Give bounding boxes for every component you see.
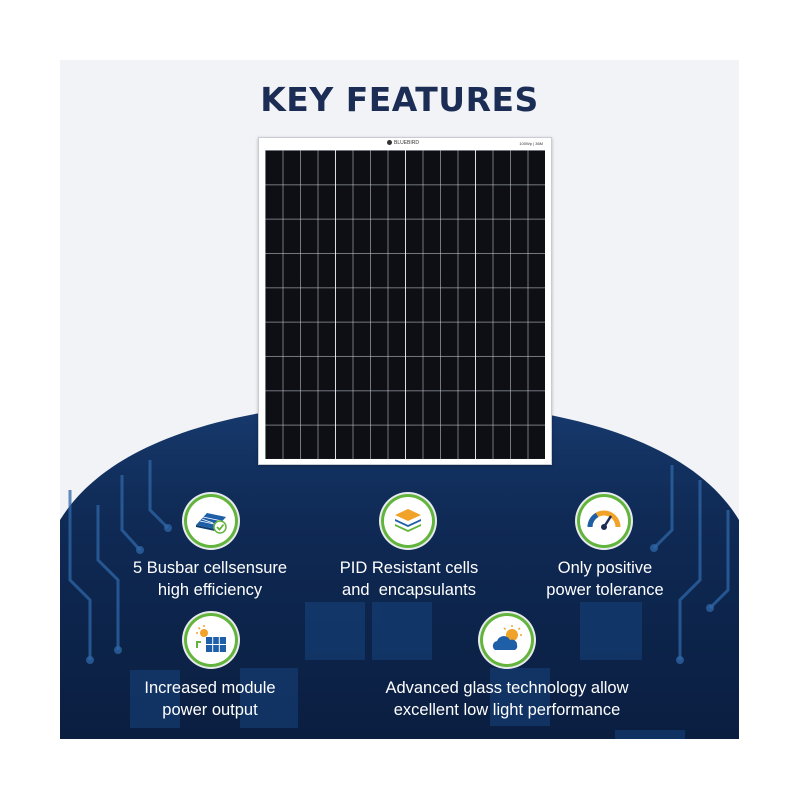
busbar-line bbox=[405, 150, 406, 459]
feature-glass: Advanced glass technology allow excellen… bbox=[352, 677, 662, 721]
sun-cloud-icon bbox=[480, 613, 534, 667]
feature-tolerance: Only positive power tolerance bbox=[505, 557, 705, 601]
feature-tolerance-line1: Only positive bbox=[557, 559, 653, 577]
busbar-cell-icon bbox=[184, 494, 238, 548]
key-features-card: KEY FEATURES BLUEBIRD 100Wp | 36M 5 Busb… bbox=[60, 60, 739, 739]
busbar-line bbox=[335, 150, 336, 459]
solar-output-icon bbox=[184, 613, 238, 667]
layers-icon bbox=[381, 494, 435, 548]
feature-busbar-line2: high efficiency bbox=[157, 581, 263, 599]
feature-busbar-line1: 5 Busbar cellsensure bbox=[132, 559, 288, 577]
feature-busbar: 5 Busbar cellsensure high efficiency bbox=[110, 557, 310, 601]
feature-output-line1: Increased module bbox=[144, 679, 276, 697]
panel-logo: BLUEBIRD bbox=[387, 140, 419, 146]
panel-model-label: 100Wp | 36M bbox=[519, 141, 543, 146]
panel-header: BLUEBIRD 100Wp | 36M bbox=[259, 138, 551, 150]
solar-panel-image: BLUEBIRD 100Wp | 36M bbox=[258, 137, 552, 465]
busbar-line bbox=[475, 150, 476, 459]
feature-tolerance-line2: power tolerance bbox=[546, 581, 664, 599]
gauge-icon bbox=[577, 494, 631, 548]
feature-output-line2: power output bbox=[162, 701, 258, 719]
feature-glass-line1: Advanced glass technology allow bbox=[385, 679, 629, 697]
feature-pid: PID Resistant cells and encapsulants bbox=[299, 557, 519, 601]
feature-output: Increased module power output bbox=[110, 677, 310, 721]
page-title: KEY FEATURES bbox=[260, 80, 539, 119]
feature-pid-line1: PID Resistant cells bbox=[339, 559, 479, 577]
feature-glass-line2: excellent low light performance bbox=[393, 701, 621, 719]
feature-pid-line2: and encapsulants bbox=[342, 581, 476, 599]
